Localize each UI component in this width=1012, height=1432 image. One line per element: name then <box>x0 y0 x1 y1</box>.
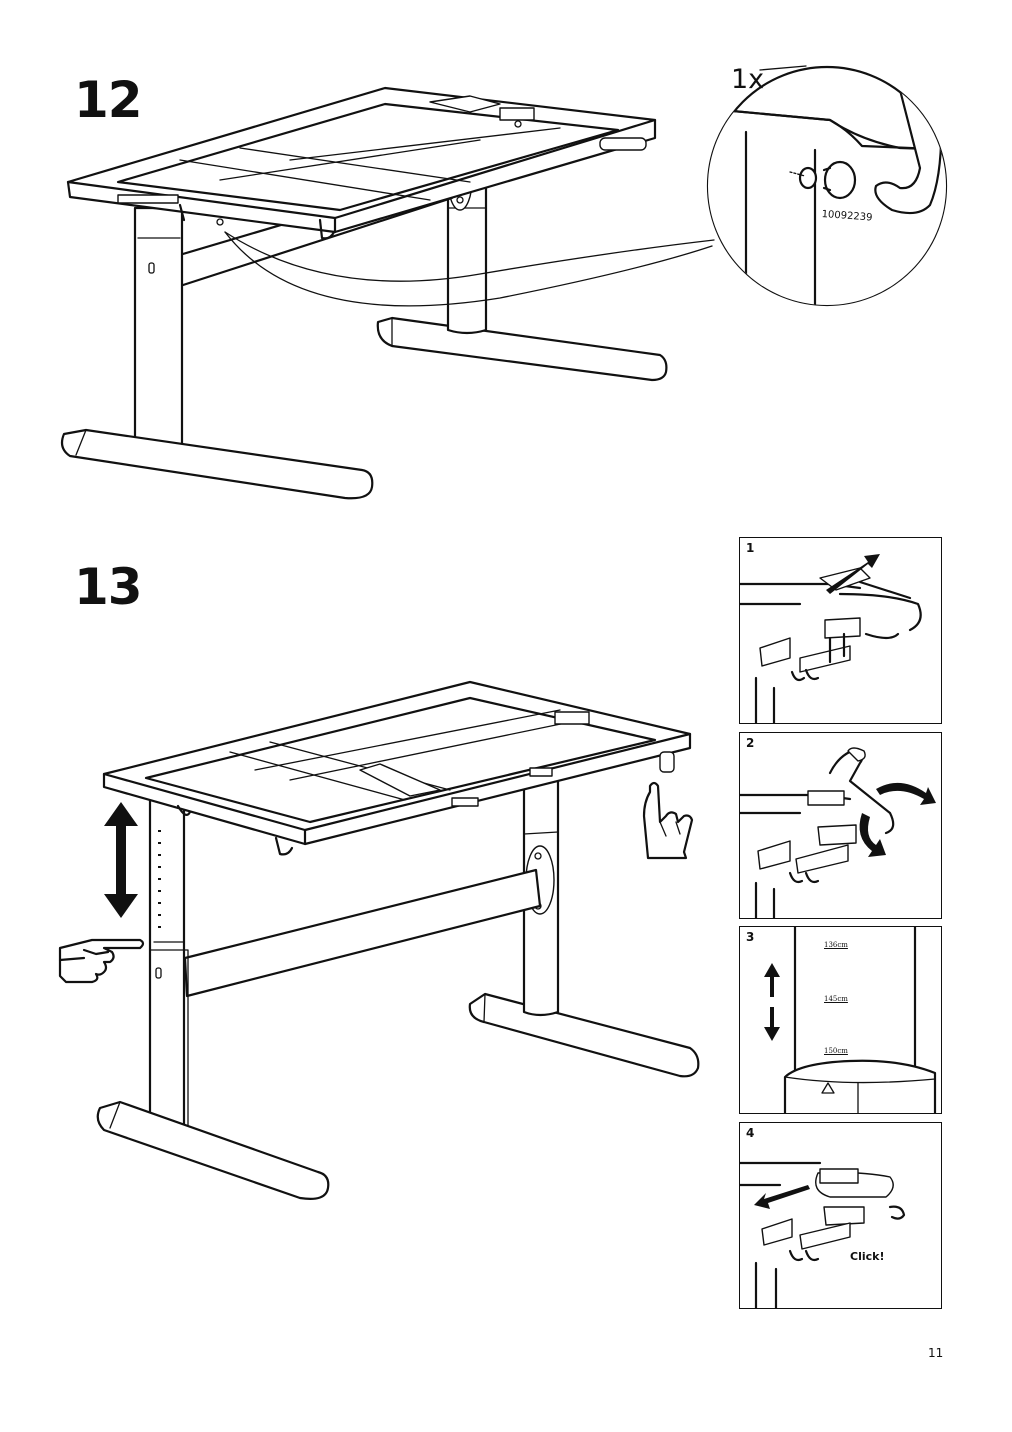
scale-mark-136: 136cm <box>824 941 848 949</box>
detail-panel-3: 3 136cm 145cm 150cm <box>739 926 942 1114</box>
quantity-label: 1x <box>731 64 765 95</box>
step-13-desk-frame-illustration <box>96 680 700 1200</box>
detail-panel-4: 4 Click! <box>739 1122 942 1309</box>
pointing-hand-icon <box>58 938 145 984</box>
raised-finger-hand-icon <box>642 781 694 860</box>
panel-number: 1 <box>746 541 755 555</box>
step-number-13: 13 <box>74 558 143 616</box>
height-adjust-arrow-icon <box>104 802 138 918</box>
step-12-desk-frame-illustration <box>60 86 715 500</box>
page-number: 11 <box>928 1346 944 1360</box>
detail-panel-1: 1 <box>739 537 942 724</box>
step-number-12: 12 <box>74 71 143 129</box>
panel-number: 2 <box>746 736 755 750</box>
panel-number: 3 <box>746 930 755 944</box>
detail-panel-2: 2 <box>739 732 942 919</box>
click-callout: Click! <box>850 1250 885 1263</box>
panel-number: 4 <box>746 1126 755 1140</box>
scale-mark-150: 150cm <box>824 1047 848 1055</box>
scale-mark-145: 145cm <box>824 995 848 1003</box>
step-12-detail-magnifier <box>706 65 948 307</box>
